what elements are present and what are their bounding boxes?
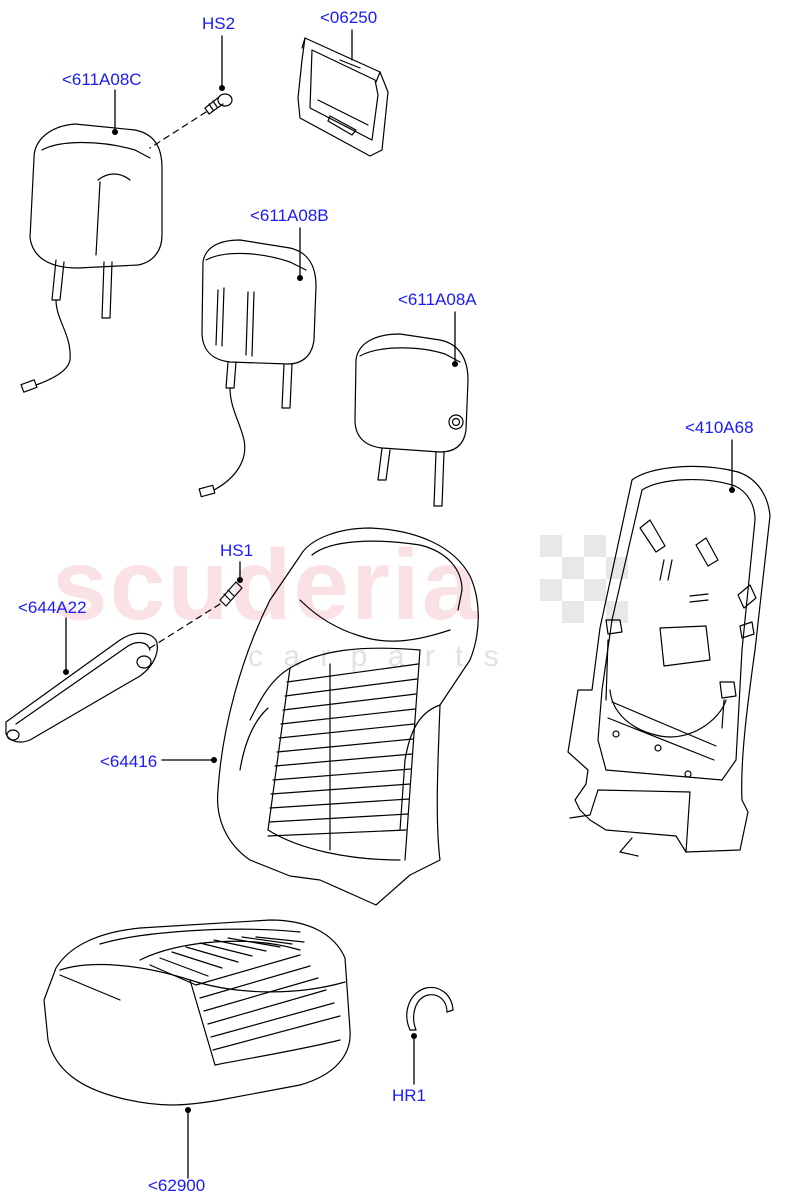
headrest-611a08a[interactable]	[354, 333, 469, 507]
clip-hr1[interactable]	[406, 986, 454, 1031]
callout-611a08c[interactable]: <611A08C	[62, 70, 142, 89]
callout-64416[interactable]: <64416	[100, 752, 158, 771]
callout-hs1[interactable]: HS1	[220, 541, 254, 560]
screw-hs2[interactable]	[204, 93, 233, 115]
headrest-611a08c[interactable]	[20, 123, 163, 393]
callout-644a22[interactable]: <644A22	[18, 598, 87, 617]
callout-611a08a[interactable]: <611A08A	[398, 290, 477, 309]
leader-lines	[65, 29, 733, 1179]
callout-hr1[interactable]: HR1	[392, 1086, 427, 1105]
dashed-guides	[149, 111, 221, 649]
callout-06250[interactable]: <06250	[320, 8, 378, 27]
seat-cushion-cover-62900[interactable]	[43, 919, 351, 1106]
callout-410a68[interactable]: <410A68	[685, 418, 754, 437]
headrest-611a08b[interactable]	[198, 239, 317, 498]
callout-611a08b[interactable]: <611A08B	[250, 206, 329, 225]
screw-hs1[interactable]	[219, 581, 243, 607]
seat-back-frame-410a68[interactable]	[567, 465, 771, 857]
seat-back-cover-64416[interactable]	[216, 527, 479, 906]
bracket-06250[interactable]	[297, 37, 389, 157]
guide-hs2	[149, 111, 207, 149]
callout-62900[interactable]: <62900	[148, 1176, 206, 1195]
leader-dots	[63, 85, 735, 1113]
guide-hs1	[149, 603, 221, 649]
callout-hs2[interactable]: HS2	[202, 14, 236, 33]
trim-cover-644a22[interactable]	[5, 632, 158, 743]
